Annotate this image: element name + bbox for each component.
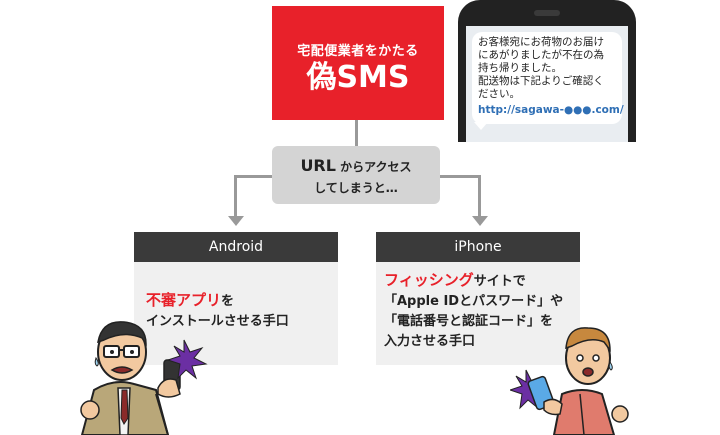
android-line2: インストールさせる手口 — [146, 314, 289, 329]
iphone-card: iPhone フィッシングサイトで 「Apple IDとパスワード」や 「電話番… — [376, 232, 580, 365]
connector-left-vertical — [234, 175, 237, 217]
iphone-highlight: フィッシング — [384, 271, 474, 289]
url-access-box: URL からアクセス してしまうと… — [272, 146, 440, 204]
android-card: Android 不審アプリを インストールさせる手口 — [134, 232, 338, 365]
url-access-line1: URL からアクセス — [272, 156, 440, 175]
sms-message-bubble: お客様宛にお荷物のお届け にあがりましたが不在の為 持ち帰りました。 配送物は下… — [472, 32, 624, 124]
connector-right-vertical — [478, 175, 481, 217]
url-access-rest: からアクセス — [340, 160, 412, 174]
arrow-down-android — [228, 216, 244, 226]
phone-screen: お客様宛にお荷物のお届け にあがりましたが不在の為 持ち帰りました。 配送物は下… — [466, 26, 628, 142]
smartphone-illustration: お客様宛にお荷物のお届け にあがりましたが不在の為 持ち帰りました。 配送物は下… — [458, 0, 636, 142]
phone-speaker — [534, 10, 560, 16]
title-subtitle: 宅配便業者をかたる — [297, 44, 419, 59]
sms-message-text: お客様宛にお荷物のお届け にあがりましたが不在の為 持ち帰りました。 配送物は下… — [478, 36, 604, 100]
url-access-line2: してしまうと… — [314, 181, 398, 195]
iphone-line2: 「Apple IDとパスワード」や — [384, 294, 564, 309]
fake-sms-title-box: 宅配便業者をかたる 偽SMS — [272, 6, 444, 120]
iphone-line3: 「電話番号と認証コード」を — [384, 314, 554, 329]
title-main: 偽SMS — [306, 60, 410, 95]
iphone-card-text: フィッシングサイトで 「Apple IDとパスワード」や 「電話番号と認証コード… — [384, 270, 563, 352]
connector-left-horizontal — [235, 175, 272, 178]
connector-right-horizontal — [440, 175, 480, 178]
android-card-text: 不審アプリを インストールさせる手口 — [146, 290, 289, 332]
iphone-line4: 入力させる手口 — [384, 334, 476, 349]
worried-man-left-illustration — [80, 321, 208, 435]
android-highlight: 不審アプリ — [146, 291, 222, 309]
iphone-line1-rest: サイトで — [473, 274, 526, 289]
url-label: URL — [300, 156, 336, 175]
surprised-man-right-illustration — [510, 327, 629, 435]
iphone-card-header: iPhone — [376, 232, 580, 262]
android-line1-rest: を — [221, 294, 235, 309]
arrow-down-iphone — [472, 216, 488, 226]
connector-title-to-access — [355, 120, 358, 146]
sms-bubble-tail — [474, 122, 488, 130]
android-card-header: Android — [134, 232, 338, 262]
sms-url-link: http://sagawa-●●●.com/ — [478, 104, 624, 116]
